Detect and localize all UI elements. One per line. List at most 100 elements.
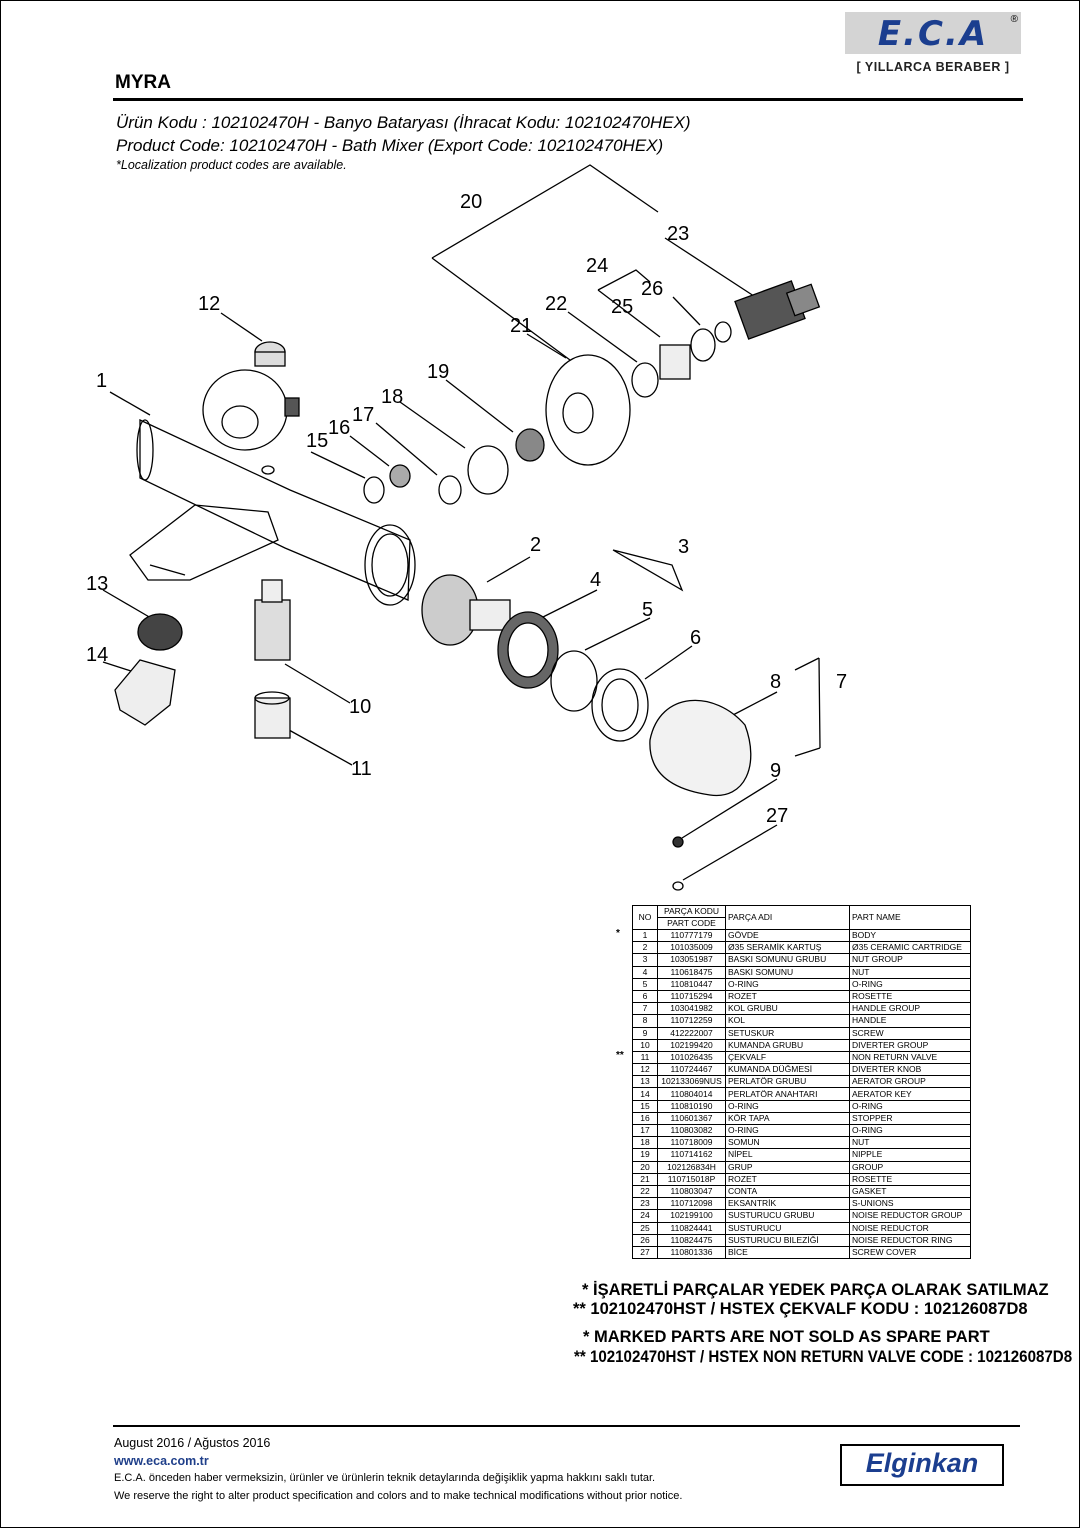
part-name-tr: O-RING [725,977,850,991]
callout-10: 10 [349,696,371,718]
part-name-tr: NİPEL [725,1148,850,1162]
part-code: 110712259 [657,1014,726,1028]
part-no: 1 [632,928,658,943]
part-name-en: NOISE REDUCTOR RING [849,1233,971,1247]
part-name-tr: KOL GRUBU [725,1002,850,1016]
part-name-en: AERATOR KEY [849,1087,971,1101]
callout-15: 15 [306,430,328,452]
part-name-en: BODY [849,928,971,943]
footer-date: August 2016 / Ağustos 2016 [114,1436,271,1450]
part-no: 4 [632,965,658,979]
footer-url[interactable]: www.eca.com.tr [114,1454,209,1468]
part-name-tr: ROZET [725,1172,850,1186]
part-no: 21 [632,1172,658,1186]
part-name-en: DIVERTER GROUP [849,1038,971,1052]
part-no: 10 [632,1038,658,1052]
part-code: 110824475 [657,1233,726,1247]
part-code: 110824441 [657,1221,726,1235]
part-code: 110712098 [657,1197,726,1211]
model-title: MYRA [115,72,171,93]
note-tr-2: ** 102102470HST / HSTEX ÇEKVALF KODU : 1… [573,1300,1028,1318]
callout-5: 5 [642,599,653,621]
part-name-en: GASKET [849,1184,971,1199]
part-no: 8 [632,1014,658,1028]
callout-21: 21 [510,315,532,337]
part-name-en: HANDLE [849,1014,971,1028]
part-no: 25 [632,1221,658,1235]
part-name-tr: SETUSKUR [725,1026,850,1040]
header-no: NO [632,905,658,930]
part-no: 7 [632,1002,658,1016]
callout-22: 22 [545,293,567,315]
part-name-en: NOISE REDUCTOR GROUP [849,1209,971,1223]
part-no: 3 [632,953,658,967]
footer-disclaimer-en: We reserve the right to alter product sp… [114,1490,683,1502]
callout-4: 4 [590,569,601,591]
part-name-en: AERATOR GROUP [849,1075,971,1089]
part-code: 110804014 [657,1087,726,1101]
callout-27: 27 [766,805,788,827]
part-no: 24 [632,1209,658,1223]
part-code: 110714162 [657,1148,726,1162]
part-no: 13 [632,1075,658,1089]
part-name-tr: O-RING [725,1099,850,1113]
registered-mark: ® [1010,14,1018,25]
part-name-tr: Ø35 SERAMİK KARTUŞ [725,941,850,955]
part-name-en: NIPPLE [849,1148,971,1162]
callout-6: 6 [690,627,701,649]
elginkan-logo-text: Elginkan [865,1448,979,1478]
part-name-tr: EKSANTRİK [725,1197,850,1211]
spare-part-mark: ** [616,1050,624,1061]
localization-note: *Localization product codes are availabl… [116,158,347,172]
callout-14: 14 [86,644,108,666]
part-name-tr: ÇEKVALF [725,1050,850,1065]
part-code: 110801336 [657,1245,726,1260]
part-name-tr: PERLATÖR ANAHTARI [725,1087,850,1101]
footer-disclaimer-tr: E.C.A. önceden haber vermeksizin, ürünle… [114,1472,656,1484]
note-en-1: * MARKED PARTS ARE NOT SOLD AS SPARE PAR… [583,1328,990,1346]
part-no: 5 [632,977,658,991]
brand-slogan: [ YILLARCA BERABER ] [856,60,1010,74]
part-name-tr: SUSTURUCU [725,1221,850,1235]
part-code: 110803047 [657,1184,726,1199]
part-name-tr: SUSTURUCU BILEZİĞİ [725,1233,850,1247]
part-name-en: O-RING [849,977,971,991]
part-name-tr: SUSTURUCU GRUBU [725,1209,850,1223]
part-name-tr: SOMUN [725,1136,850,1150]
part-name-en: O-RING [849,1099,971,1113]
part-name-en: STOPPER [849,1111,971,1126]
part-name-tr: GRUP [725,1160,850,1174]
part-name-tr: BASKI SOMUNU [725,965,850,979]
part-name-tr: O-RING [725,1123,850,1138]
part-no: 23 [632,1197,658,1211]
eca-logo: E.C.A ® [845,12,1021,54]
part-name-en: NOISE REDUCTOR [849,1221,971,1235]
part-code: 110810447 [657,977,726,991]
part-no: 22 [632,1184,658,1199]
part-code: 110724467 [657,1063,726,1077]
part-no: 14 [632,1087,658,1101]
part-name-tr: KUMANDA GRUBU [725,1038,850,1052]
part-name-tr: PERLATÖR GRUBU [725,1075,850,1089]
part-name-en: NUT [849,965,971,979]
callout-23: 23 [667,223,689,245]
header-code-en: PART CODE [657,917,726,930]
callout-24: 24 [586,255,608,277]
part-name-tr: KUMANDA DÜĞMESİ [725,1063,850,1077]
